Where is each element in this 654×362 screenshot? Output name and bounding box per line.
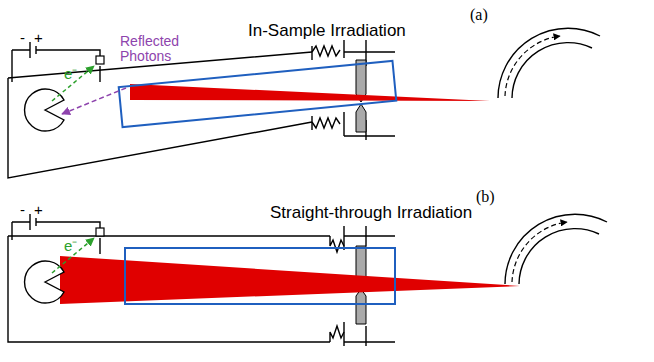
slit-housing [344, 40, 395, 140]
wire [11, 50, 12, 82]
battery [12, 214, 100, 230]
flange [312, 40, 344, 136]
feedthrough [96, 228, 104, 236]
panel-letter: (a) [470, 6, 488, 24]
x-ray-beam [130, 84, 490, 101]
electron-label: e⁻ [64, 238, 77, 255]
polarity-sign: + [34, 202, 43, 219]
feedthrough [96, 56, 104, 64]
panel-title: In-Sample Irradiation [248, 22, 406, 41]
polarity-sign: - [20, 30, 25, 47]
slit-blade [356, 104, 366, 132]
panel-letter: (b) [476, 188, 495, 206]
electrode [99, 238, 100, 254]
panel-a [8, 40, 395, 178]
sample [125, 248, 395, 304]
reflected-photon-path [62, 88, 126, 114]
electron-path [52, 66, 94, 101]
storage-ring [498, 28, 600, 98]
electrode [99, 66, 100, 82]
electron-label: e⁻ [64, 66, 77, 83]
tube [8, 52, 312, 178]
storage-ring [505, 214, 607, 284]
slit-blade [356, 289, 366, 324]
battery [12, 42, 100, 58]
electron-orbit [505, 36, 560, 96]
sample [119, 61, 397, 127]
callout-label: Reflected Photons [120, 34, 200, 65]
electron-orbit [512, 222, 567, 282]
bellows [312, 46, 340, 128]
panel-title: Straight-through Irradiation [270, 204, 472, 223]
x-ray-beam [60, 256, 520, 304]
wire [11, 222, 12, 240]
polarity-sign: - [20, 202, 25, 219]
polarity-sign: + [34, 30, 43, 47]
electron-path [52, 238, 94, 273]
